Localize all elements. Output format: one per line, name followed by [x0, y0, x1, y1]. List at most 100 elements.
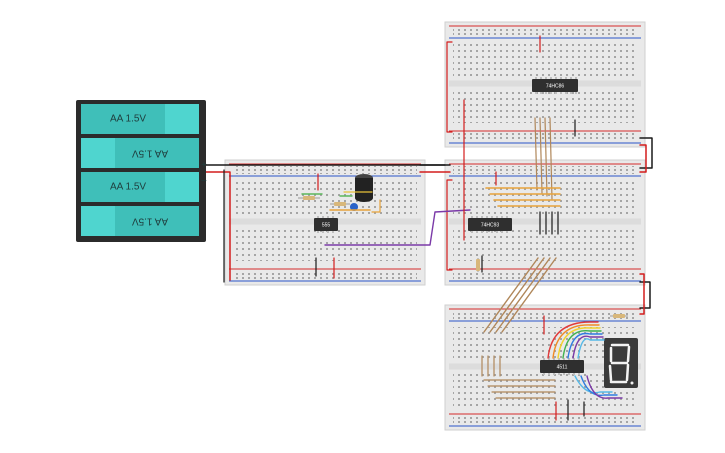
chip-pin: [491, 231, 493, 233]
chip-pin: [573, 373, 575, 375]
chip-pin: [481, 231, 483, 233]
rail-holes: [233, 271, 417, 279]
resistor-icon: [613, 314, 625, 318]
wire-orange-jumper: [371, 199, 381, 213]
battery-cell: AA 1.5V: [81, 138, 199, 168]
terminal-holes: [453, 228, 637, 261]
wire-display-segment: [574, 375, 613, 394]
resistor-icon: [476, 259, 480, 271]
seven-segment-display-icon: [604, 338, 638, 388]
chip-body: [540, 360, 584, 373]
chip-pin: [322, 231, 324, 233]
chip-pin: [560, 92, 562, 94]
rail-holes: [453, 416, 637, 424]
wire-clock-purple: [324, 209, 471, 246]
chip-pin: [543, 358, 545, 360]
chip-pin: [322, 216, 324, 218]
wire-brown-link: [534, 117, 538, 191]
battery-cell-cap: [81, 206, 115, 236]
wire-brown-diagonal: [495, 257, 551, 333]
battery-terminal-negative: −: [201, 176, 207, 187]
chip-label: 74HC93: [481, 223, 500, 229]
battery-cell-cap: [81, 138, 115, 168]
rail-holes: [233, 166, 417, 174]
chip-body: [314, 218, 338, 231]
chip-label: 4511: [557, 365, 568, 371]
chip-pin: [578, 373, 580, 375]
display-decimal-point: [630, 381, 634, 385]
battery-cell: AA 1.5V: [81, 104, 199, 134]
chip-555-timer: 555: [314, 216, 338, 233]
chip-pin: [553, 373, 555, 375]
wire-display-segment: [557, 327, 601, 359]
chip-pin: [555, 77, 557, 79]
wire-display-segment: [562, 330, 602, 359]
wire-display-segment: [580, 375, 618, 397]
capacitor-bottom: [355, 194, 373, 202]
chip-pin: [550, 77, 552, 79]
wire-brown-diagonal: [483, 257, 539, 333]
chip-pin: [575, 92, 577, 94]
chip-pin: [545, 92, 547, 94]
chip-pin: [568, 358, 570, 360]
chip-pin: [558, 358, 560, 360]
battery-cell-cap: [165, 172, 199, 202]
chip-pin: [327, 231, 329, 233]
terminal-holes: [453, 182, 637, 215]
wire-display-segment: [586, 375, 623, 399]
wire-display-segment: [552, 324, 600, 359]
capacitor-body: [355, 178, 373, 198]
battery-cell: AA 1.5V: [81, 172, 199, 202]
chip-pin: [496, 231, 498, 233]
battery-cell-cap: [165, 104, 199, 134]
rail-holes: [453, 166, 637, 174]
chip-pin: [506, 231, 508, 233]
wire-rail-link: [639, 273, 645, 315]
chip-pin: [548, 358, 550, 360]
wire-display-segment: [547, 321, 599, 359]
chip-pin: [471, 216, 473, 218]
wire-rail-link: [446, 179, 453, 271]
chip-pin: [568, 373, 570, 375]
chip-4511: 4511: [540, 358, 584, 375]
chip-pin: [506, 216, 508, 218]
chip-pin: [560, 77, 562, 79]
chip-pin: [565, 77, 567, 79]
chip-pin: [476, 231, 478, 233]
display-segment: [608, 364, 613, 382]
center-channel: [449, 218, 641, 225]
resistor-display: [610, 314, 628, 318]
chip-74hc93: 74HC93: [468, 216, 512, 233]
terminal-holes: [233, 182, 417, 215]
chip-pin: [332, 231, 334, 233]
chip-pin: [563, 358, 565, 360]
chip-label: 74HC86: [546, 84, 565, 90]
wire-display-segment: [577, 338, 605, 359]
chip-pin: [563, 373, 565, 375]
resistor-timer-2: [330, 202, 350, 206]
capacitor-icon: [355, 174, 373, 202]
chip-pin: [317, 216, 319, 218]
chip-pin: [543, 373, 545, 375]
chip-pin: [575, 77, 577, 79]
chip-74hc86: 74HC86: [532, 77, 578, 94]
chip-pin: [496, 216, 498, 218]
chip-body: [532, 79, 578, 92]
wire-brown-link: [549, 117, 553, 200]
chip-pin: [550, 92, 552, 94]
chip-pin: [332, 216, 334, 218]
chip-pin: [578, 358, 580, 360]
chip-pin: [570, 92, 572, 94]
rail-holes: [453, 28, 637, 36]
chip-pin: [481, 216, 483, 218]
wire-brown-link: [539, 117, 543, 194]
chip-pin: [535, 77, 537, 79]
resistor-counter: [476, 258, 480, 272]
wire-brown-diagonal: [489, 257, 545, 333]
rail-holes: [453, 311, 637, 319]
transistor-icon: [350, 203, 358, 211]
chip-pin: [486, 216, 488, 218]
chip-pin: [491, 216, 493, 218]
